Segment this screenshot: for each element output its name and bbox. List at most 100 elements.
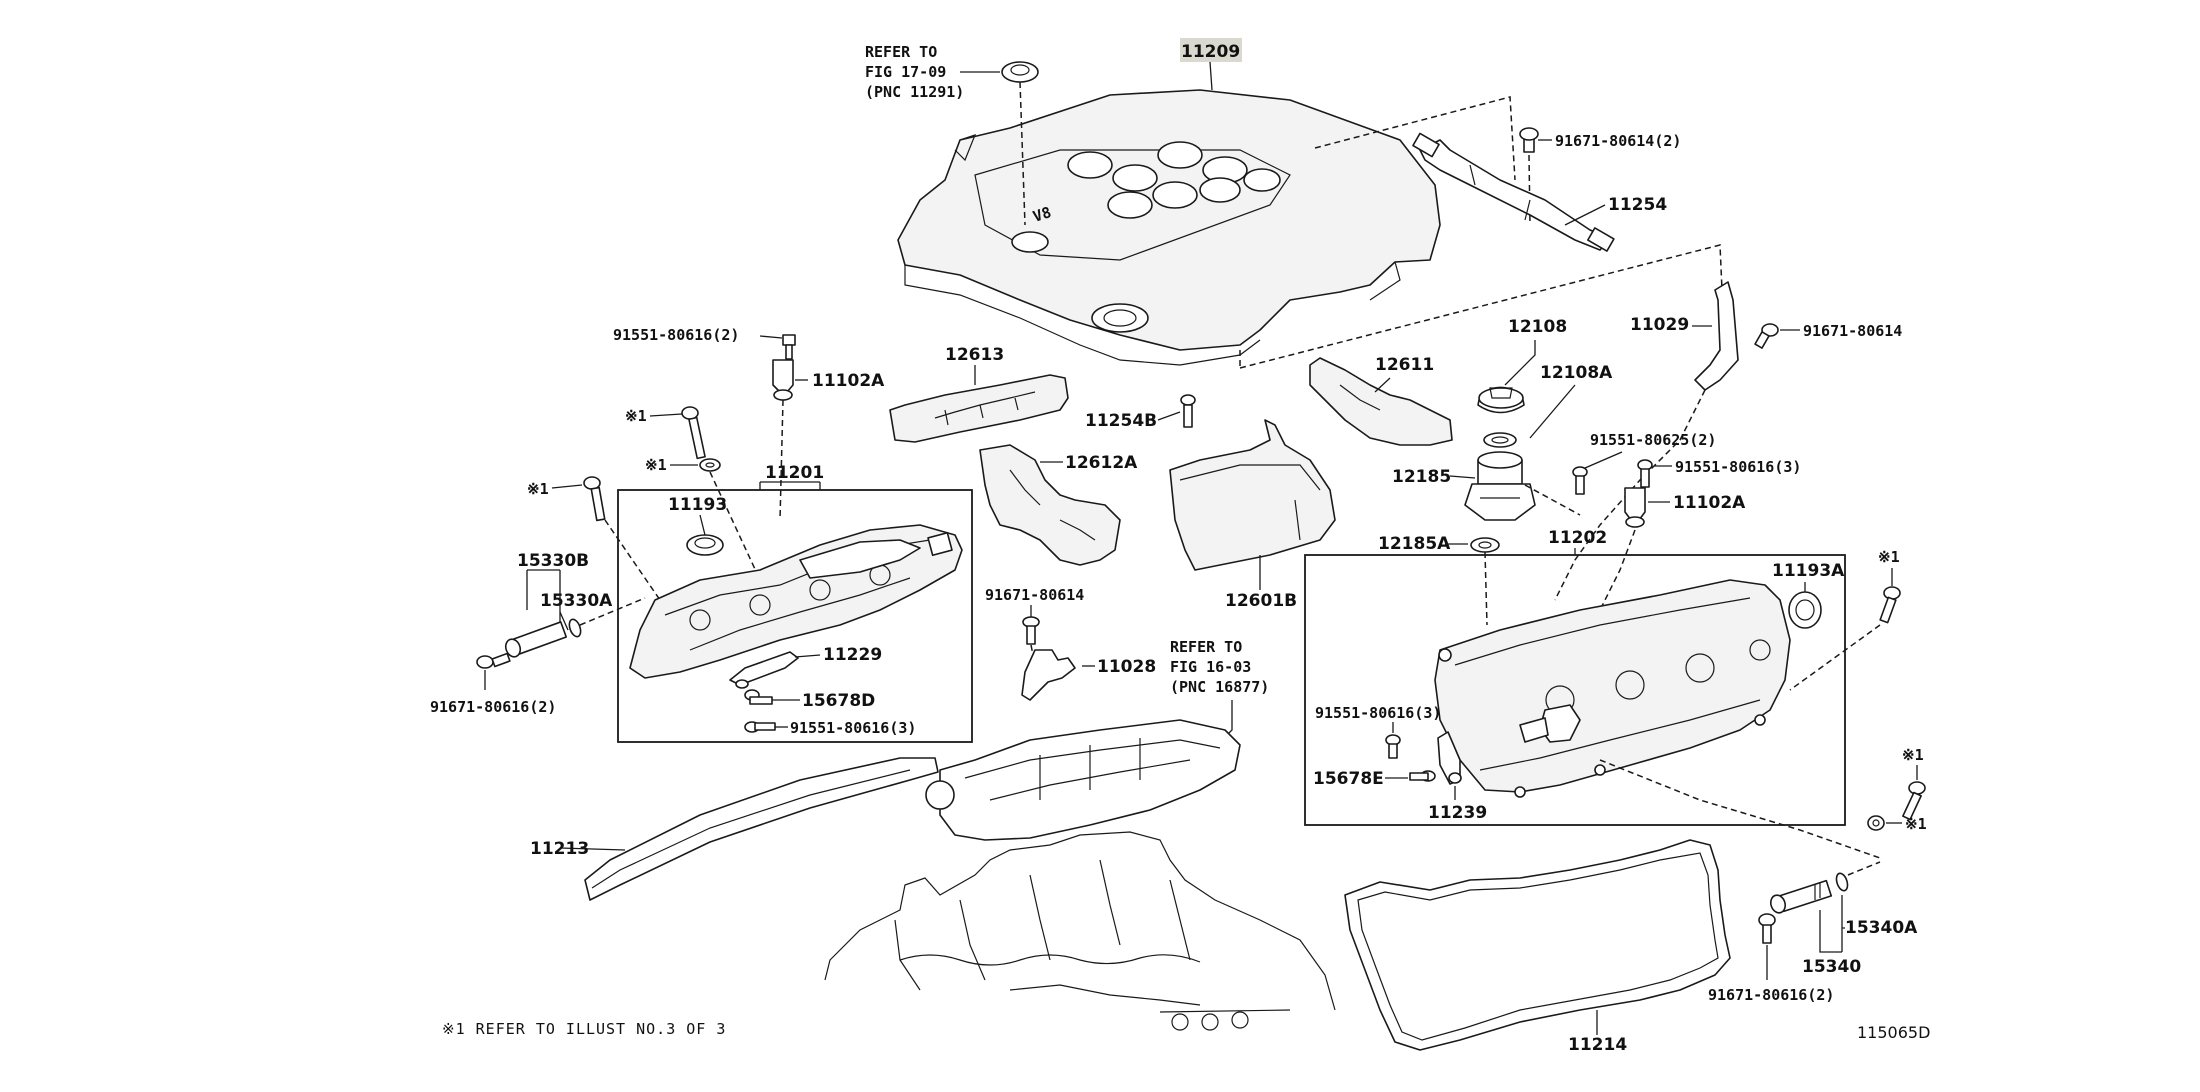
label-91551-80616-3-inner[interactable]: 91551-80616(3) <box>1315 704 1441 722</box>
insulator-12612A[interactable] <box>979 444 1121 566</box>
bracket-11029[interactable] <box>1694 281 1739 391</box>
bolt-91671-80614-mid[interactable] <box>1022 616 1040 645</box>
label-mark1-c[interactable]: ※1 <box>527 480 549 498</box>
label-11102A-left[interactable]: 11102A <box>812 371 885 391</box>
label-11254[interactable]: 11254 <box>1608 195 1667 215</box>
bracket-11229[interactable] <box>729 651 799 689</box>
gasket-11193[interactable] <box>686 534 724 556</box>
oil-filler-neck-12185[interactable] <box>1464 451 1536 521</box>
label-11213[interactable]: 11213 <box>530 839 589 859</box>
label-12185[interactable]: 12185 <box>1392 467 1451 487</box>
ref-fig-16-line2: FIG 16-03 <box>1170 658 1251 676</box>
label-12612A[interactable]: 12612A <box>1065 453 1138 473</box>
label-mark1-d[interactable]: ※1 <box>1878 548 1900 566</box>
insulator-12613[interactable] <box>889 374 1069 443</box>
ocv-15340[interactable] <box>1769 879 1833 915</box>
label-mark1-f[interactable]: ※1 <box>1905 815 1927 833</box>
label-11239[interactable]: 11239 <box>1428 803 1487 823</box>
gasket-11214[interactable] <box>1344 839 1731 1051</box>
bolt-91551-80616-3-inner[interactable] <box>1385 734 1401 759</box>
o-ring-15330A[interactable] <box>567 618 583 638</box>
label-11193A[interactable]: 11193A <box>1772 561 1845 581</box>
label-11254B[interactable]: 11254B <box>1085 411 1157 431</box>
bolt-mark1-a[interactable] <box>681 406 706 460</box>
label-11201[interactable]: 11201 <box>765 463 824 483</box>
label-11193[interactable]: 11193 <box>668 495 727 515</box>
bolt-mark1-c[interactable] <box>583 476 606 522</box>
label-12611[interactable]: 12611 <box>1375 355 1434 375</box>
ref-fig-17-line1: REFER TO <box>865 43 937 61</box>
washer-mark1-f[interactable] <box>1867 815 1885 831</box>
bolt-mark1-d[interactable] <box>1879 586 1901 624</box>
bolt-91671-80616-2-right[interactable] <box>1758 913 1776 944</box>
label-91551-80616-3-left[interactable]: 91551-80616(3) <box>790 719 916 737</box>
label-mark1-b[interactable]: ※1 <box>645 456 667 474</box>
bolt-91671-80614-right[interactable] <box>1754 323 1779 349</box>
label-15340[interactable]: 15340 <box>1802 957 1861 977</box>
label-11028[interactable]: 11028 <box>1097 657 1156 677</box>
bolt-91671-80614-top[interactable] <box>1519 127 1539 153</box>
gasket-11213[interactable] <box>584 757 939 901</box>
gasket-12108A[interactable] <box>1483 432 1517 448</box>
label-11202[interactable]: 11202 <box>1548 528 1607 548</box>
ref-fig-17-line3: (PNC 11291) <box>865 83 964 101</box>
label-11214[interactable]: 11214 <box>1568 1035 1627 1055</box>
bracket-11239[interactable] <box>1437 731 1462 785</box>
gasket-11193A[interactable] <box>1788 591 1822 629</box>
label-91671-80614-mid[interactable]: 91671-80614 <box>985 586 1084 604</box>
oil-filler-cap-ref[interactable] <box>1001 61 1039 83</box>
label-91671-80614-right[interactable]: 91671-80614 <box>1803 322 1902 340</box>
bracket-11028[interactable] <box>1021 649 1076 701</box>
label-15330B[interactable]: 15330B <box>517 551 589 571</box>
label-91551-80616-3-right[interactable]: 91551-80616(3) <box>1675 458 1801 476</box>
insulator-12611[interactable] <box>1309 357 1453 446</box>
label-12108[interactable]: 12108 <box>1508 317 1567 337</box>
figure-code: 115065D <box>1857 1023 1930 1042</box>
group-box-11201 <box>617 489 973 743</box>
bracket-11254[interactable] <box>1412 132 1615 252</box>
bolt-91671-80616-2-left[interactable] <box>476 652 511 669</box>
insulator-12601B[interactable] <box>1169 419 1336 571</box>
bolt-11254B[interactable] <box>1180 394 1196 428</box>
label-12108A[interactable]: 12108A <box>1540 363 1613 383</box>
label-15678D[interactable]: 15678D <box>802 691 875 711</box>
oil-filler-cap-12108[interactable] <box>1477 386 1525 414</box>
sensor-11102A-right[interactable] <box>1624 487 1646 528</box>
bolt-91551-80616-3-right[interactable] <box>1637 459 1653 488</box>
label-91671-80616-2-right[interactable]: 91671-80616(2) <box>1708 986 1834 1004</box>
intake-manifold-ref[interactable] <box>925 719 1241 841</box>
o-ring-15340A[interactable] <box>1834 872 1849 892</box>
label-91551-80616-2[interactable]: 91551-80616(2) <box>613 326 739 344</box>
bolt-mark1-e[interactable] <box>1902 781 1926 821</box>
footnote: ※1 REFER TO ILLUST NO.3 OF 3 <box>442 1020 726 1038</box>
label-91551-80625-2[interactable]: 91551-80625(2) <box>1590 431 1716 449</box>
ref-fig-17-line2: FIG 17-09 <box>865 63 946 81</box>
label-91671-80614-2-top[interactable]: 91671-80614(2) <box>1555 132 1681 150</box>
label-mark1-e[interactable]: ※1 <box>1902 746 1924 764</box>
label-12613[interactable]: 12613 <box>945 345 1004 365</box>
svg-text:V8: V8 <box>1031 203 1054 226</box>
washer-mark1-b[interactable] <box>699 458 721 472</box>
sensor-11102A-left[interactable] <box>772 359 794 401</box>
label-11229[interactable]: 11229 <box>823 645 882 665</box>
label-15330A[interactable]: 15330A <box>540 591 613 611</box>
cylinder-head-cover-rh[interactable] <box>1434 579 1791 798</box>
label-15340A[interactable]: 15340A <box>1845 918 1918 938</box>
cylinder-head-cover-lh[interactable] <box>629 524 963 679</box>
label-mark1-a[interactable]: ※1 <box>625 407 647 425</box>
label-11029[interactable]: 11029 <box>1630 315 1689 335</box>
ocv-15330B[interactable] <box>503 621 568 659</box>
label-11209[interactable]: 11209 <box>1181 42 1240 62</box>
label-12185A[interactable]: 12185A <box>1378 534 1451 554</box>
gasket-12185A[interactable] <box>1470 537 1500 553</box>
engine-cover-11209[interactable]: V8 <box>897 89 1441 366</box>
bolt-91551-80616-2[interactable] <box>782 334 796 360</box>
bolt-91551-80625-2[interactable] <box>1572 466 1588 495</box>
label-11102A-right[interactable]: 11102A <box>1673 493 1746 513</box>
bolt-15678D[interactable] <box>744 689 773 705</box>
bolt-91551-80616-3-left[interactable] <box>744 721 776 733</box>
label-15678E[interactable]: 15678E <box>1313 769 1384 789</box>
label-91671-80616-2-left[interactable]: 91671-80616(2) <box>430 698 556 716</box>
bolt-15678E[interactable] <box>1409 770 1436 782</box>
label-12601B[interactable]: 12601B <box>1225 591 1297 611</box>
